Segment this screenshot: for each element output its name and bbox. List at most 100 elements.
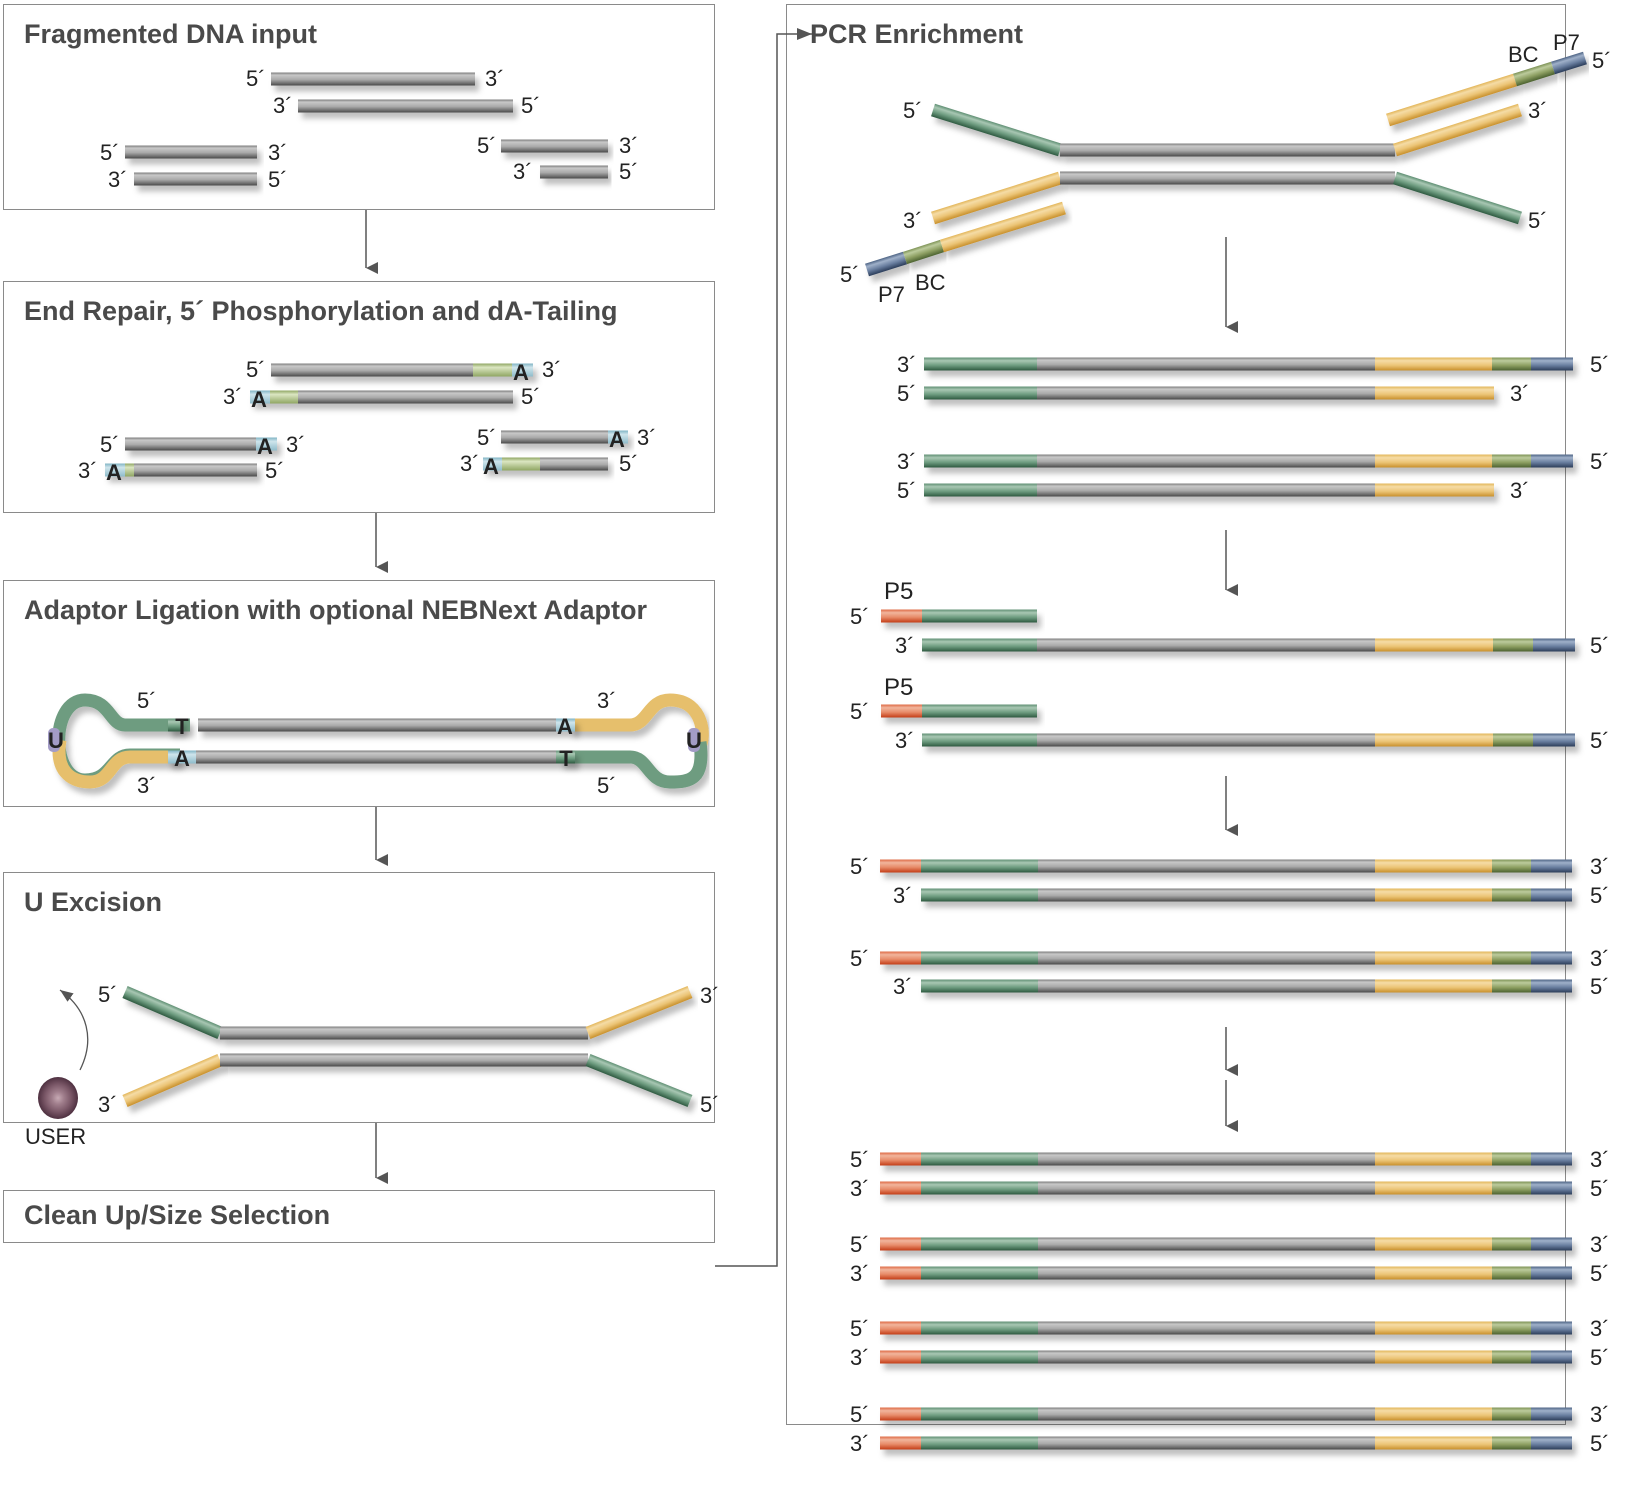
adaptor-green-segment [924,454,1037,468]
panel-title: Fragmented DNA input [24,19,317,49]
end-label: 3´ [850,1431,870,1456]
repair-segment [473,363,512,377]
end-label: 3´ [597,688,617,713]
p7-label: P7 [1553,30,1580,55]
p7-segment [1531,888,1572,902]
p5-segment [880,1436,921,1450]
dna-strand [880,1152,1572,1166]
barcode-segment [1492,888,1531,902]
p5-segment [880,1407,921,1421]
hairpin-loop-green [52,693,190,787]
adaptor-yellow-segment [1375,454,1492,468]
dna-strand [922,638,1575,652]
end-label: 3´ [1528,98,1548,123]
insert-segment [1037,638,1375,652]
dna-strand [922,733,1575,747]
p7-segment [1531,1350,1572,1364]
dna-strand [921,888,1572,902]
insert-segment [1038,1181,1375,1195]
end-label: 3´ [850,1176,870,1201]
adaptor-yellow-segment [1375,859,1492,873]
end-label: 3´ [98,1092,118,1117]
end-label: 3´ [1590,1232,1610,1257]
adaptor-yellow-segment [1375,1436,1492,1450]
end-label: 5´ [840,262,860,287]
p5-label: P5 [884,578,913,605]
end-label: 5´ [903,98,923,123]
adaptor-green-segment [921,951,1038,965]
a-tail-segment [556,718,575,732]
adaptor-green-segment [922,638,1037,652]
dna-strand [880,859,1572,873]
end-label: 3´ [542,357,562,382]
end-label: 5´ [850,604,870,629]
adaptor-green-segment [921,1407,1038,1421]
insert-segment [1038,1407,1375,1421]
dna-strand-angled [1551,51,1587,75]
end-label: 3´ [903,208,923,233]
end-label: 3´ [1590,854,1610,879]
end-label: 3´ [895,633,915,658]
dna-strand [880,1350,1572,1364]
end-label: 5´ [897,478,917,503]
adaptor-yellow-segment [940,201,1066,253]
dna-strand-angled [931,103,1062,157]
panel-adaptor-ligation: Adaptor Ligation with optional NEBNext A… [3,580,715,807]
end-label: 5´ [897,381,917,406]
dna-strand [271,72,475,86]
a-tail-segment [608,430,628,444]
hairpin-loop-yellow [570,693,709,750]
end-label: 5´ [1590,352,1610,377]
end-label: 3´ [1590,1402,1610,1427]
adaptor-yellow-segment [931,171,1062,225]
a-tail-segment [512,363,533,377]
dna-strand [924,386,1494,400]
p7-segment [1533,638,1575,652]
adaptor-yellow-segment [1375,1321,1492,1335]
end-label: 3´ [485,66,505,91]
dna-strand [220,1053,588,1067]
end-label: 5´ [100,140,120,165]
dna-strand [105,463,257,477]
dna-strand-angled [1393,103,1522,157]
dna-strand [924,357,1573,371]
dna-strand [880,1407,1572,1421]
panel-title: Adaptor Ligation with optional NEBNext A… [24,595,647,625]
base-u-label: U [48,728,64,753]
p7-segment [865,251,907,277]
p5-segment [880,1152,921,1166]
p5-segment [880,859,921,873]
insert-segment [198,718,556,732]
adaptor-yellow-segment [1375,951,1492,965]
end-label: 5´ [850,1147,870,1172]
insert-segment [1038,1350,1375,1364]
barcode-segment [1492,1436,1531,1450]
dna-strand [271,363,533,377]
end-label: 3´ [78,458,98,483]
adaptor-green-segment [921,1436,1038,1450]
insert-segment [271,72,475,86]
p5-segment [880,1181,921,1195]
end-label: 3´ [223,384,243,409]
end-label: 5´ [850,1316,870,1341]
barcode-segment [1492,951,1531,965]
panel-u-excision: U Excision [3,872,715,1123]
adaptor-green-segment [921,1266,1038,1280]
barcode-segment [1492,1181,1531,1195]
end-label: 5´ [100,432,120,457]
end-label: 3´ [893,974,913,999]
dna-strand [501,430,628,444]
base-a-label: A [251,387,267,412]
panel-title: PCR Enrichment [810,19,1024,49]
end-label: 5´ [246,66,266,91]
dna-strand [220,1026,588,1040]
dna-strand [298,99,513,113]
end-label: 5´ [700,1092,720,1117]
dna-strand [1060,143,1395,157]
dna-strand [880,1321,1572,1335]
p7-segment [1531,1407,1572,1421]
adaptor-green-segment [921,1181,1038,1195]
end-label: 5´ [1592,48,1612,73]
end-label: 5´ [597,773,617,798]
adaptor-green-segment [924,357,1037,371]
